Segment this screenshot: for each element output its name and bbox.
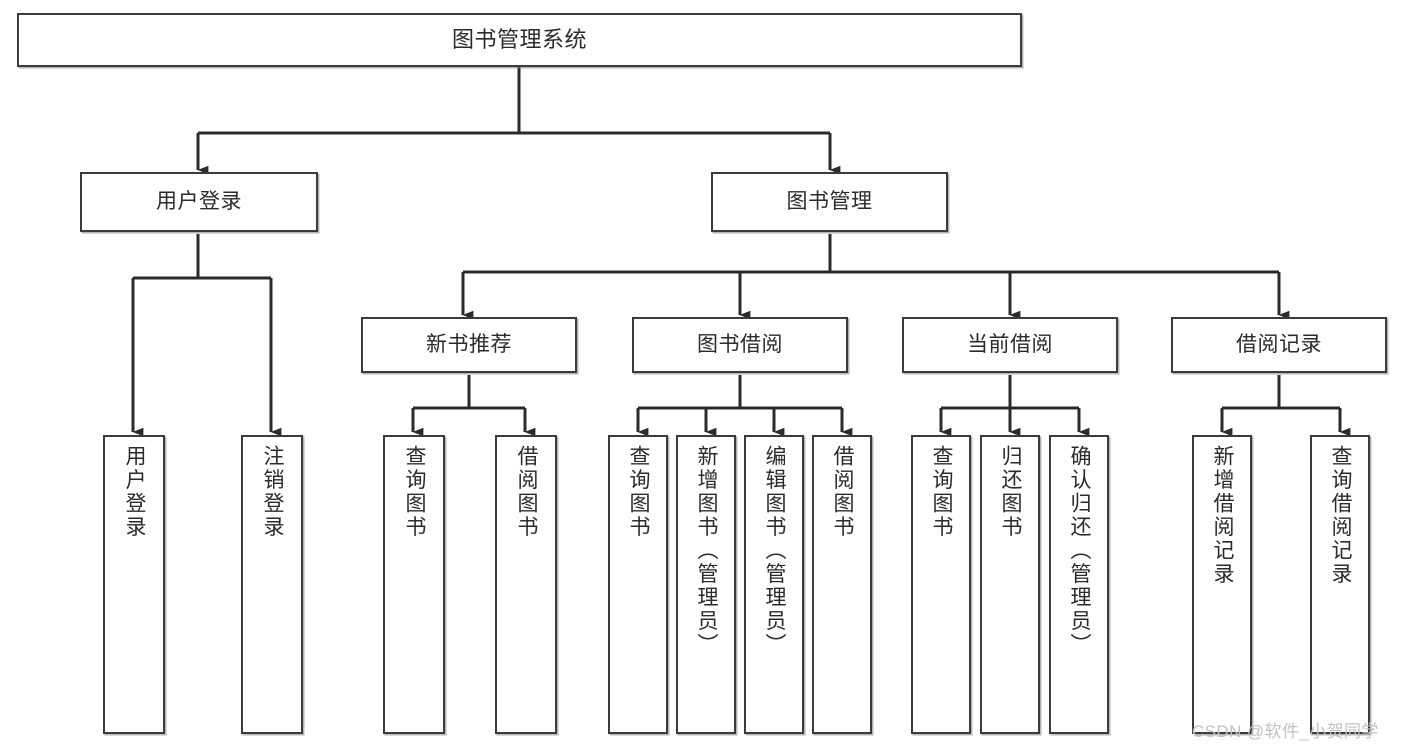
node-root-system[interactable]: 图书管理系统 [17, 13, 1022, 67]
node-label: 查询图书 [403, 445, 427, 539]
node-label: 编辑图书（管理员） [763, 445, 787, 657]
node-new-book-recommend[interactable]: 新书推荐 [361, 317, 577, 373]
node-leaf-borrow-book[interactable]: 借阅图书 [812, 435, 872, 734]
node-label: 用户登录 [156, 190, 242, 214]
node-label: 注销登录 [261, 445, 285, 539]
node-label: 当前借阅 [967, 333, 1053, 357]
node-leaf-add-borrow-record[interactable]: 新增借阅记录 [1192, 435, 1252, 734]
node-leaf-query-book-borrow[interactable]: 查询图书 [608, 435, 668, 734]
node-label: 查询图书 [930, 445, 954, 539]
node-leaf-user-logout[interactable]: 注销登录 [241, 435, 303, 734]
node-leaf-user-login[interactable]: 用户登录 [103, 435, 165, 734]
node-leaf-add-book-admin[interactable]: 新增图书（管理员） [676, 435, 736, 734]
node-book-borrow[interactable]: 图书借阅 [632, 317, 848, 373]
node-label: 新增借阅记录 [1211, 445, 1235, 586]
node-leaf-query-book-current[interactable]: 查询图书 [911, 435, 971, 734]
node-label: 确认归还（管理员） [1068, 445, 1092, 657]
node-label: 归还图书 [999, 445, 1023, 539]
node-label: 新书推荐 [426, 333, 512, 357]
node-label: 用户登录 [123, 445, 147, 539]
node-label: 查询图书 [627, 445, 651, 539]
node-user-login[interactable]: 用户登录 [80, 172, 318, 232]
node-leaf-edit-book-admin[interactable]: 编辑图书（管理员） [744, 435, 804, 734]
node-leaf-query-borrow-record[interactable]: 查询借阅记录 [1310, 435, 1370, 734]
node-current-borrow[interactable]: 当前借阅 [902, 317, 1118, 373]
node-label: 图书管理系统 [451, 26, 587, 52]
node-label: 图书借阅 [697, 333, 783, 357]
node-leaf-borrow-book-new[interactable]: 借阅图书 [495, 435, 557, 734]
node-label: 借阅记录 [1236, 333, 1322, 357]
node-leaf-confirm-return-admin[interactable]: 确认归还（管理员） [1049, 435, 1109, 734]
node-label: 图书管理 [786, 190, 873, 214]
node-borrow-record[interactable]: 借阅记录 [1171, 317, 1387, 373]
node-leaf-return-book[interactable]: 归还图书 [980, 435, 1040, 734]
node-leaf-query-book-new[interactable]: 查询图书 [383, 435, 445, 734]
node-label: 借阅图书 [831, 445, 855, 539]
node-book-management[interactable]: 图书管理 [711, 172, 948, 232]
csdn-watermark: CSDN @软件_小贺同学 [1192, 722, 1379, 741]
node-label: 查询借阅记录 [1329, 445, 1353, 586]
node-label: 借阅图书 [515, 445, 539, 539]
node-label: 新增图书（管理员） [695, 445, 719, 657]
